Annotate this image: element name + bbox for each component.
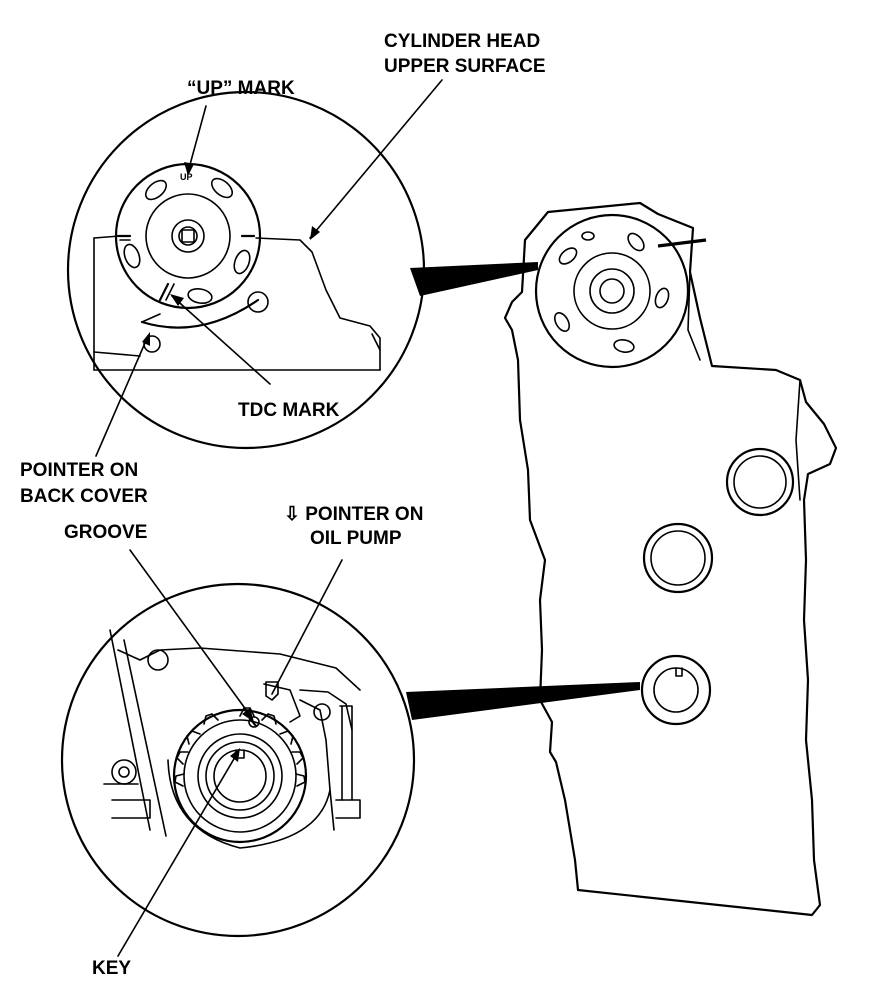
label-up-small: UP	[180, 172, 193, 182]
block-side-detail	[795, 379, 801, 501]
label-pointer-back-cover-2: BACK COVER	[20, 486, 148, 507]
lower-magnifier-circle	[60, 582, 416, 938]
leader-tdc-mark	[171, 295, 271, 385]
label-pointer-back-cover-1: POINTER ON	[20, 460, 139, 481]
leader-up-mark	[187, 105, 207, 173]
block-crankshaft-pulley	[640, 654, 712, 726]
leader-groove	[129, 549, 253, 719]
arrow-groove	[242, 708, 254, 722]
head-gasket-line	[657, 238, 707, 248]
block-side-detail-2	[687, 271, 701, 361]
leader-key	[117, 751, 239, 957]
label-pointer-oil-pump-2: OIL PUMP	[310, 528, 402, 549]
leader-oil-pump	[271, 559, 343, 695]
label-cylinder-head-2: UPPER SURFACE	[384, 56, 546, 77]
label-key: KEY	[92, 958, 132, 979]
label-cylinder-head-1: CYLINDER HEAD	[384, 31, 541, 52]
lower-detail	[103, 629, 361, 849]
engine-block-outline	[503, 201, 838, 917]
arrow-cylinder-head	[310, 226, 320, 240]
upper-magnifier-connector	[410, 262, 538, 296]
arrow-tdc-mark	[170, 294, 184, 306]
arrow-up-mark	[184, 162, 194, 176]
leader-cylinder-head	[309, 79, 443, 239]
upper-detail	[93, 162, 381, 371]
upper-magnifier-circle	[66, 90, 426, 450]
block-plug-middle	[642, 522, 714, 594]
arrow-pointer-back-cover	[142, 332, 150, 346]
arrow-oil-pump	[265, 681, 279, 701]
leader-pointer-back-cover	[95, 335, 149, 457]
label-pointer-oil-pump-1: ⇩ POINTER ON	[284, 504, 424, 525]
label-groove: GROOVE	[64, 522, 148, 543]
label-up-mark: “UP” MARK	[187, 78, 295, 99]
block-plug-upper	[725, 447, 795, 517]
arrow-key	[230, 748, 240, 762]
lower-magnifier-connector	[406, 682, 640, 720]
label-tdc-mark: TDC MARK	[238, 400, 340, 421]
block-camshaft-pulley	[534, 213, 690, 369]
